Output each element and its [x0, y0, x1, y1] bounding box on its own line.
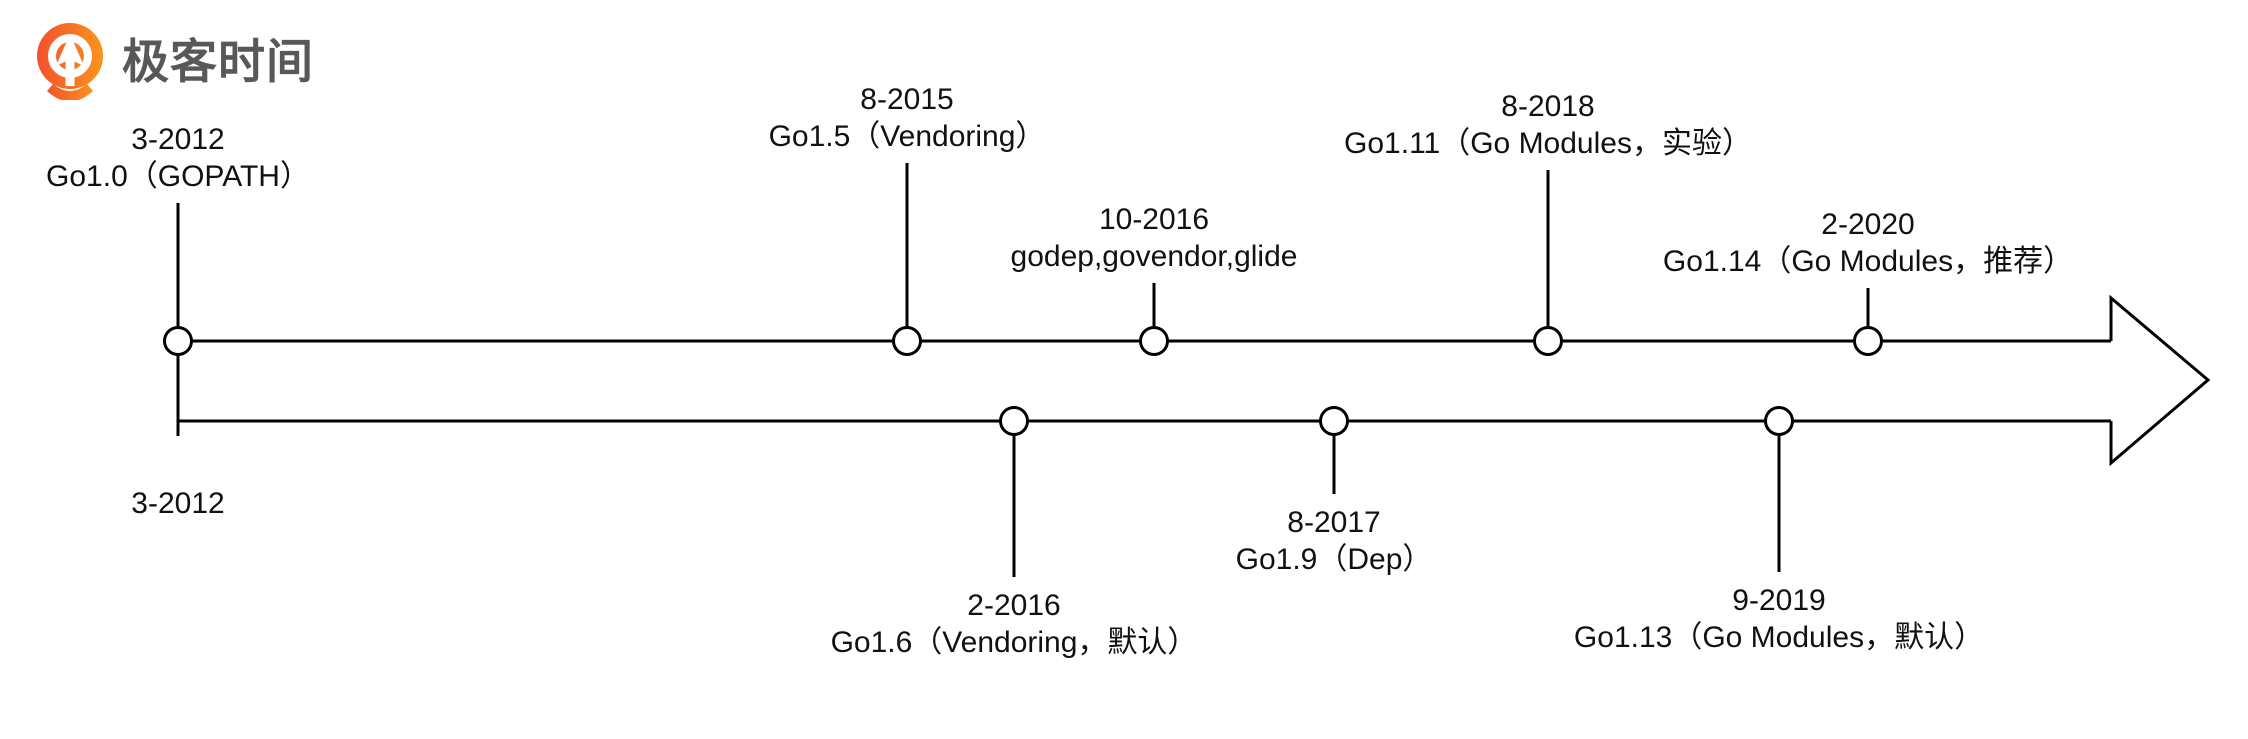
- geektime-logo: 极客时间: [28, 22, 314, 100]
- event-label-top-3-title: Go1.14（Go Modules，推荐）: [1662, 245, 2074, 278]
- event-label-bottom-1-date: 8-2017: [1287, 506, 1381, 539]
- event-node-top-0: [892, 326, 922, 356]
- event-label-origin-date: 3-2012: [131, 123, 225, 156]
- event-node-top-3: [1853, 326, 1883, 356]
- event-label-bottom-2-title: Go1.13（Go Modules，默认）: [1573, 621, 1985, 654]
- event-label-top-2-title: Go1.11（Go Modules，实验）: [1344, 127, 1752, 160]
- origin-bottom-date: 3-2012: [131, 485, 224, 522]
- event-node-bottom-0: [999, 406, 1029, 436]
- event-label-top-3-date: 2-2020: [1821, 208, 1915, 241]
- event-label-top-1: 10-2016 godep,govendor,glide: [1011, 201, 1298, 275]
- event-node-bottom-1: [1319, 406, 1349, 436]
- event-label-bottom-0-date: 2-2016: [967, 589, 1061, 622]
- geektime-logo-text: 极客时间: [122, 34, 314, 88]
- event-node-top-1: [1139, 326, 1169, 356]
- event-label-top-0-date: 8-2015: [860, 83, 954, 116]
- geektime-pin-icon: [37, 23, 103, 100]
- event-label-top-0-title: Go1.5（Vendoring）: [768, 120, 1046, 153]
- event-node-bottom-2: [1764, 406, 1794, 436]
- event-label-top-1-date: 10-2016: [1098, 203, 1210, 236]
- event-label-bottom-2-date: 9-2019: [1732, 584, 1826, 617]
- event-label-bottom-0-title: Go1.6（Vendoring，默认）: [830, 626, 1198, 659]
- event-label-top-1-title: godep,govendor,glide: [1010, 240, 1298, 273]
- event-label-bottom-1-title: Go1.9（Dep）: [1235, 543, 1433, 576]
- timeline-arrowhead: [2109, 294, 2211, 467]
- event-node-top-2: [1533, 326, 1563, 356]
- event-node-origin: [163, 326, 193, 356]
- origin-bottom-date-date: 3-2012: [131, 487, 225, 520]
- event-label-top-2-date: 8-2018: [1501, 90, 1595, 123]
- event-label-origin-title: Go1.0（GOPATH）: [46, 160, 310, 193]
